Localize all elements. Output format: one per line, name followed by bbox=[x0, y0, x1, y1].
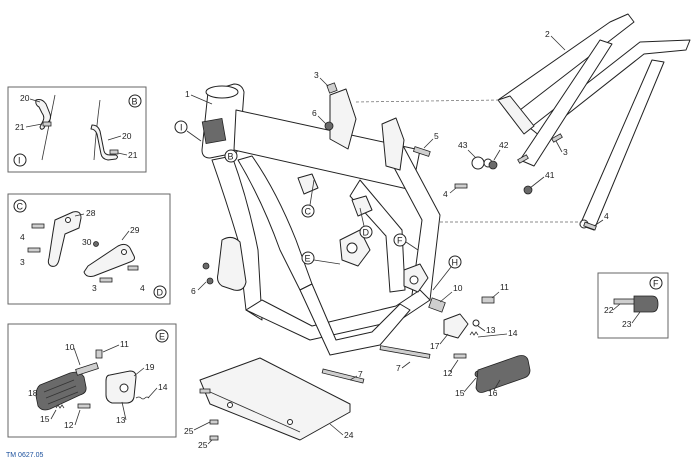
label-42: 42 bbox=[499, 140, 509, 150]
label-14: 14 bbox=[508, 328, 518, 338]
label-3a: 3 bbox=[20, 257, 25, 267]
label-30: 30 bbox=[82, 237, 92, 247]
label-13: 13 bbox=[486, 325, 496, 335]
down-tube-left bbox=[211, 155, 263, 321]
callout-main-d: D bbox=[363, 228, 370, 238]
shock-mount-rear bbox=[381, 117, 405, 171]
label-4b: 4 bbox=[604, 211, 609, 221]
subframe-strut-left bbox=[519, 39, 613, 167]
label-e-14: 14 bbox=[158, 382, 168, 392]
label-12: 12 bbox=[443, 368, 453, 378]
label-e-13: 13 bbox=[116, 415, 126, 425]
callout-e-letter: E bbox=[159, 332, 165, 342]
label-43: 43 bbox=[458, 140, 468, 150]
main-frame bbox=[201, 83, 441, 356]
label-7a: 7 bbox=[358, 369, 363, 379]
small-parts bbox=[199, 82, 597, 441]
label-28: 28 bbox=[86, 208, 96, 218]
bolt-21a bbox=[42, 121, 52, 127]
label-6b: 6 bbox=[191, 286, 196, 296]
label-e-19: 19 bbox=[145, 362, 155, 372]
label-7b: 7 bbox=[396, 363, 401, 373]
callout-i-letter: I bbox=[18, 156, 21, 166]
callout-d-letter: D bbox=[157, 288, 164, 298]
label-17: 17 bbox=[430, 341, 440, 351]
pin-10 bbox=[75, 362, 99, 376]
shock-mount bbox=[329, 88, 357, 150]
label-4a: 4 bbox=[20, 232, 25, 242]
inset-box-e: E 10 11 18 19 14 15 12 13 bbox=[7, 323, 177, 438]
label-11: 11 bbox=[500, 282, 509, 292]
label-e-10: 10 bbox=[65, 342, 75, 352]
skid-plate-24 bbox=[199, 357, 351, 441]
subframe-strut-right bbox=[579, 59, 665, 231]
callout-e-circle bbox=[155, 329, 169, 343]
callout-c-circle bbox=[13, 199, 27, 213]
label-23: 23 bbox=[622, 319, 632, 329]
main-callouts: I B C D E F H bbox=[174, 120, 462, 291]
callout-main-e: E bbox=[305, 254, 311, 264]
bumper-23 bbox=[633, 295, 659, 313]
callout-i-circle bbox=[13, 153, 27, 167]
inset-box-c: C D 28 29 30 4 3 3 4 bbox=[7, 193, 171, 305]
label-29: 29 bbox=[130, 225, 140, 235]
callout-main-h: H bbox=[452, 258, 459, 268]
main-number-labels: 1 2 3 3 4 4 5 6 6 41 42 43 10 11 12 13 1… bbox=[184, 29, 609, 450]
label-2: 2 bbox=[545, 29, 550, 39]
label-41: 41 bbox=[545, 170, 555, 180]
label-25b: 25 bbox=[198, 440, 208, 450]
callout-b-circle bbox=[128, 94, 142, 108]
label-25a: 25 bbox=[184, 426, 194, 436]
label-e-11: 11 bbox=[120, 339, 129, 349]
label-6a: 6 bbox=[312, 108, 317, 118]
label-22: 22 bbox=[604, 305, 614, 315]
label-24: 24 bbox=[344, 430, 354, 440]
callout-main-f: F bbox=[397, 236, 403, 246]
label-3b: 3 bbox=[92, 283, 97, 293]
callout-main-i: I bbox=[180, 123, 183, 133]
callout-main-c: C bbox=[305, 207, 312, 217]
label-4a: 4 bbox=[443, 189, 448, 199]
lower-cradle-right bbox=[299, 283, 411, 356]
label-4b: 4 bbox=[140, 283, 145, 293]
footpeg-16 bbox=[475, 355, 531, 393]
inset-box-f: F 22 23 bbox=[597, 272, 669, 339]
label-21a: 21 bbox=[15, 122, 25, 132]
callout-c-letter: C bbox=[17, 202, 24, 212]
bolt-21b bbox=[109, 149, 119, 155]
label-10: 10 bbox=[453, 283, 463, 293]
callout-d-circle bbox=[153, 285, 167, 299]
label-3a: 3 bbox=[314, 70, 319, 80]
label-20a: 20 bbox=[20, 93, 30, 103]
label-15: 15 bbox=[455, 388, 465, 398]
bracket-28 bbox=[47, 211, 82, 267]
callout-f-circle bbox=[649, 276, 663, 290]
label-3b: 3 bbox=[563, 147, 568, 157]
label-e-18: 18 bbox=[28, 388, 38, 398]
label-16: 16 bbox=[488, 388, 498, 398]
bracket-part-20b bbox=[90, 124, 118, 161]
drawing-reference: TM 0627.05 bbox=[6, 452, 43, 459]
engine-mount-left bbox=[217, 236, 247, 291]
subframe bbox=[497, 13, 691, 231]
label-1: 1 bbox=[185, 89, 190, 99]
label-5: 5 bbox=[434, 131, 439, 141]
callout-main-b: B bbox=[228, 152, 234, 162]
label-20b: 20 bbox=[122, 131, 132, 141]
callout-f-letter: F bbox=[653, 279, 659, 289]
bracket-29 bbox=[83, 243, 135, 277]
label-21b: 21 bbox=[128, 150, 138, 160]
callout-b-letter: B bbox=[132, 97, 138, 107]
axle-bolt-7a bbox=[321, 368, 365, 384]
axle-bolt-7b bbox=[379, 345, 431, 359]
label-e-12: 12 bbox=[64, 420, 74, 430]
label-e-15: 15 bbox=[40, 414, 50, 424]
inset-box-b: B I 20 21 20 21 bbox=[7, 86, 147, 173]
